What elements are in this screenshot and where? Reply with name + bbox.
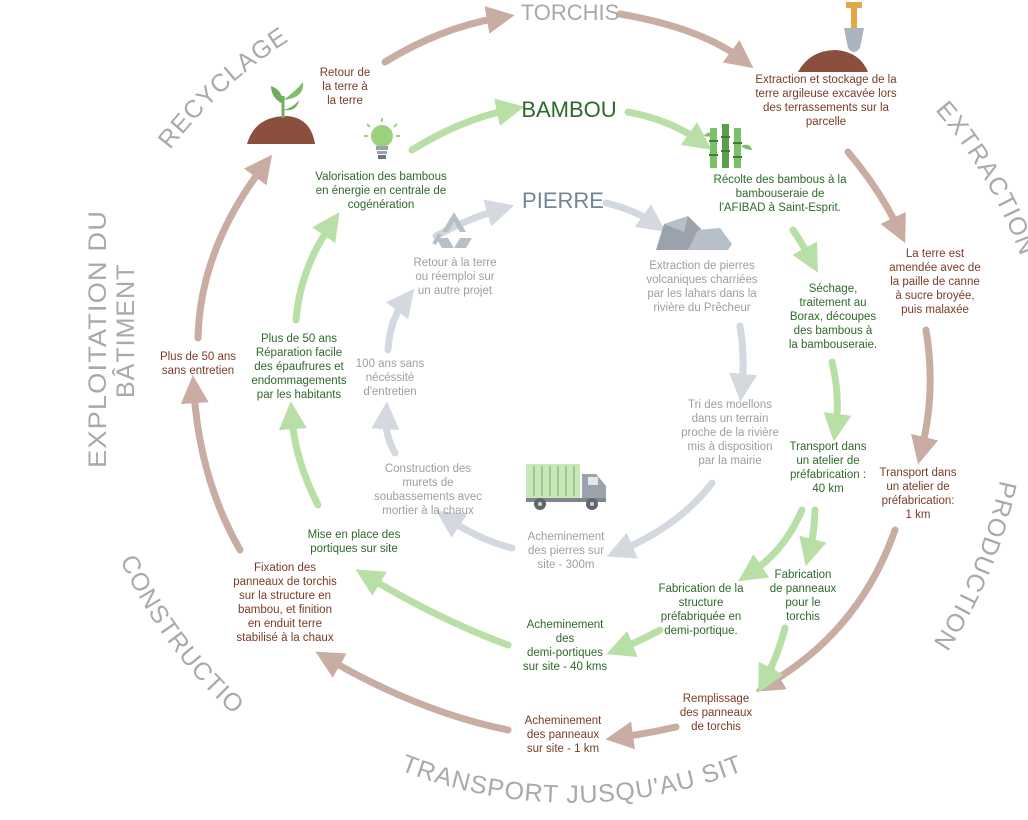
torchis-exploitation-label: Plus de 50 ans sans entretien bbox=[159, 351, 237, 377]
bambou-recolte-label: Récolte des bambous à la bambouseraie de… bbox=[713, 174, 847, 214]
bambou-arrows bbox=[278, 98, 852, 693]
torchis-arrow-to-recyclage bbox=[194, 154, 273, 342]
plant-in-soil-icon bbox=[247, 82, 315, 144]
torchis-arrow-to-remplissage bbox=[755, 526, 899, 692]
torchis-transport-atelier-label: Transport dans un atelier de préfabricat… bbox=[879, 467, 957, 521]
bambou-transport-atelier-label: Transport dans un atelier de préfabricat… bbox=[789, 441, 867, 495]
pierre-tri-label: Tri des moellons dans un terrain proche … bbox=[681, 399, 779, 467]
pierre-exploitation-label: 100 ans sans nécéssité d'entretien bbox=[355, 358, 425, 398]
pierre-arrow-to-acheminement bbox=[606, 479, 716, 559]
torchis-arrow-to-amendee bbox=[844, 148, 906, 244]
bambou-arrow-to-transport bbox=[823, 358, 852, 442]
bambou-arrow-to-sechage bbox=[789, 226, 818, 273]
ring-title-bambou: BAMBOU bbox=[521, 97, 616, 122]
pierre-acheminement-label: Acheminement des pierres sur site - 300m bbox=[527, 531, 605, 571]
pierre-arrow-to-retour bbox=[384, 288, 415, 354]
stage-title-exploitation-text: EXPLOITATION DU bbox=[84, 210, 112, 468]
torchis-extraction-label: Extraction et stockage de la terre argil… bbox=[755, 74, 897, 128]
bambou-valorisation-label: Valorisation des bambous en énergie en c… bbox=[315, 171, 447, 211]
torchis-arrow-to-exploitation bbox=[180, 375, 244, 554]
pierre-arrows bbox=[371, 199, 758, 559]
pierre-arrow-to-exploitation bbox=[371, 401, 400, 457]
torchis-remplissage-label: Remplissage des panneaux de torchis bbox=[679, 693, 753, 733]
bambou-fabrication-panneaux-label: Fabrication de panneaux pour le torchis bbox=[769, 569, 837, 623]
torchis-arrows bbox=[180, 6, 939, 750]
bambou-acheminement-label: Acheminement des demi-portiques sur site… bbox=[522, 619, 608, 673]
pierre-retour-label: Retour à la terre ou réemploi sur un aut… bbox=[413, 257, 497, 297]
shovel-icon bbox=[798, 2, 868, 72]
bambou-arrow-to-fabrication-panneaux bbox=[799, 506, 827, 567]
bambou-arrow-to-valorisation bbox=[292, 212, 340, 324]
bambou-arrow-to-remplissage bbox=[758, 624, 789, 693]
torchis-arrow-to-fixation bbox=[315, 651, 512, 734]
bambou-arrow-to-acheminement bbox=[606, 626, 664, 657]
recycle-icon bbox=[432, 212, 472, 248]
bambou-sechage-label: Séchage, traitement au Borax, découpes d… bbox=[788, 283, 878, 351]
pierre-arrow-to-construction bbox=[436, 510, 516, 552]
torchis-retour-terre-label: Retour de la terre à la terre bbox=[319, 67, 371, 107]
torchis-fixation-label: Fixation des panneaux de torchis sur la … bbox=[233, 562, 337, 644]
torchis-amendee-label: La terre est amendée avec de la paille d… bbox=[889, 248, 981, 316]
pierre-arrow-to-pierre bbox=[432, 199, 515, 240]
stage-title-exploitation: EXPLOITATION DU BÂTIMENT bbox=[84, 210, 140, 468]
bambou-fabrication-structure-label: Fabrication de la structure préfabriquée… bbox=[658, 583, 744, 637]
stage-title-exploitation-text-2: BÂTIMENT bbox=[111, 264, 140, 398]
pierre-arrow-to-extraction bbox=[602, 199, 666, 232]
pierre-extraction-label: Extraction de pierres volcaniques charri… bbox=[646, 260, 758, 314]
torchis-arrow-to-acheminement bbox=[605, 721, 680, 750]
bamboo-icon bbox=[704, 124, 752, 168]
bambou-arrow-to-exploitation bbox=[278, 401, 322, 509]
torchis-arrow-to-extraction bbox=[616, 10, 754, 69]
stage-title-extraction: EXTRACTION bbox=[930, 96, 1028, 259]
bambou-mise-en-place-label: Mise en place des portiques sur site bbox=[307, 529, 401, 555]
bambou-arrow-to-fabrication-structure bbox=[738, 506, 806, 582]
bambou-arrow-to-mise-en-place bbox=[355, 569, 512, 649]
torchis-arrow-to-transport bbox=[911, 326, 939, 465]
ring-title-pierre: PIERRE bbox=[522, 188, 604, 213]
bambou-arrow-to-bambou bbox=[408, 98, 525, 154]
ring-title-torchis: TORCHIS bbox=[521, 0, 620, 25]
bambou-arrow-to-recolte bbox=[624, 108, 712, 150]
bambou-exploitation-label: Plus de 50 ans Réparation facile des épa… bbox=[251, 333, 347, 401]
rocks-icon bbox=[656, 216, 732, 250]
lightbulb-icon bbox=[364, 118, 400, 159]
pierre-arrow-to-tri bbox=[729, 322, 758, 402]
torchis-arrow-to-torchis bbox=[381, 6, 515, 66]
truck-icon bbox=[526, 464, 606, 510]
torchis-acheminement-label: Acheminement des panneaux sur site - 1 k… bbox=[524, 715, 602, 755]
pierre-construction-label: Construction des murets de soubassements… bbox=[373, 463, 483, 517]
